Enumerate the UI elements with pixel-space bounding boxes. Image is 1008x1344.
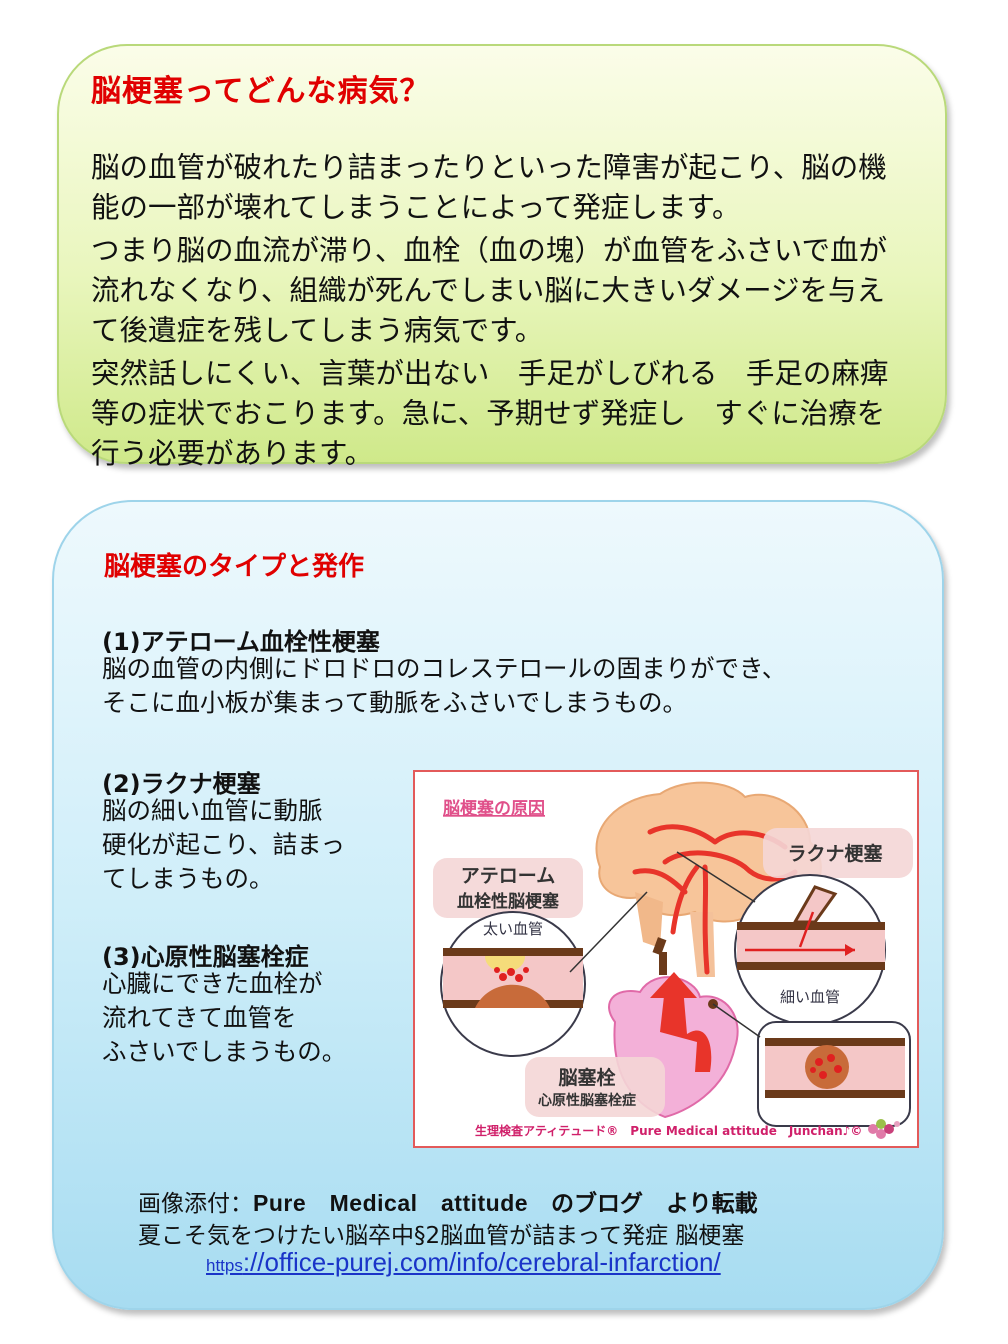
lacunar-label: ラクナ梗塞 [787, 842, 883, 865]
definition-line: 突然話しにくい、言葉が出ない 手足がしびれる 手足の麻痺 [91, 357, 889, 390]
diagram-illustration: 脳梗塞の原因 アテローム 血栓性脳梗塞 太い血管 ラクナ梗塞 細い血管 [433, 781, 913, 1139]
types-title: 脳梗塞のタイプと発作 [104, 552, 365, 582]
definition-line: つまり脳の血流が滞り、血栓（血の塊）が血管をふさいで血が [91, 234, 888, 267]
image-credit: 画像添付：Pure Medical attitude のブログ より転載 [138, 1184, 758, 1218]
definition-title: 脳梗塞ってどんな病気？ [91, 74, 431, 109]
definition-line: 脳の血管が破れたり詰まったりといった障害が起こり、脳の機 [91, 151, 887, 184]
definition-panel: 脳梗塞ってどんな病気？ 脳の血管が破れたり詰まったりといった障害が起こり、脳の機… [57, 44, 947, 470]
diagram-footer: 生理検査アティテュード® Pure Medical attitude Junch… [475, 1123, 862, 1138]
type1-line: 脳の血管の内側にドロドロのコレステロールの固まりができ、 [102, 654, 787, 683]
diagram-title: 脳梗塞の原因 [443, 798, 545, 819]
brain-illustration [595, 781, 822, 977]
definition-text: 脳の血管が破れたり詰まったりといった障害が起こり、脳の機 能の一部が壊れてしまう… [91, 148, 931, 477]
link-path: ://office-purej.com/info/cerebral-infarc… [242, 1247, 721, 1277]
embolic-label: 脳塞栓 [557, 1066, 615, 1089]
type3-heading: (3)心原性脳塞栓症 [102, 943, 309, 971]
atheroma-sublabel: 血栓性脳梗塞 [457, 891, 560, 912]
definition-line: 流れなくなり、組織が死んでしまい脳に大きいダメージを与え [91, 274, 886, 307]
type3-description: 心臓にできた血栓が 流れてきて血管を ふさいでしまうもの。 [102, 967, 346, 1069]
type2-heading: (2)ラクナ梗塞 [102, 770, 261, 798]
type1-heading: (1)アテローム血栓性梗塞 [102, 628, 380, 656]
definition-line: 等の症状でおこります。急に、予期せず発症し すぐに治療を [91, 397, 886, 430]
definition-line: 能の一部が壊れてしまうことによって発症します。 [91, 191, 741, 224]
type2-line: 硬化が起こり、詰まっ [102, 830, 346, 859]
embolic-sublabel: 心原性脳塞栓症 [538, 1092, 636, 1109]
source-link[interactable]: https://office-purej.com/info/cerebral-i… [206, 1247, 721, 1278]
thin-vessel-label: 細い血管 [780, 988, 840, 1006]
type3-line: 心臓にできた血栓が [102, 969, 323, 998]
flower-logo-icon [868, 1119, 900, 1139]
definition-line: て後遺症を残してしまう病気です。 [91, 314, 544, 347]
credit-suffix: のブログ より転載 [528, 1191, 758, 1217]
atheroma-label: アテローム [461, 865, 555, 887]
type3-line: 流れてきて血管を [102, 1003, 297, 1032]
cause-diagram: 脳梗塞の原因 アテローム 血栓性脳梗塞 太い血管 ラクナ梗塞 細い血管 [413, 770, 919, 1148]
definition-line: 行う必要があります。 [91, 437, 374, 470]
type3-line: ふさいでしまうもの。 [102, 1037, 347, 1066]
type1-line: そこに血小板が集まって動脈をふさいでしまうもの。 [102, 688, 688, 717]
thick-vessel-label: 太い血管 [483, 920, 543, 938]
type2-description: 脳の細い血管に動脈 硬化が起こり、詰まっ てしまうもの。 [102, 794, 345, 896]
type2-line: てしまうもの。 [102, 864, 274, 893]
type2-line: 脳の細い血管に動脈 [102, 796, 323, 825]
link-scheme: https [206, 1256, 243, 1275]
type1-description: 脳の血管の内側にドロドロのコレステロールの固まりができ、 そこに血小板が集まって… [102, 652, 786, 720]
credit-blog-name: Pure Medical attitude [253, 1190, 529, 1216]
credit-prefix: 画像添付： [138, 1191, 253, 1217]
credit-article-title: 夏こそ気をつけたい脳卒中§2脳血管が詰まって発症 脳梗塞 [138, 1223, 745, 1249]
